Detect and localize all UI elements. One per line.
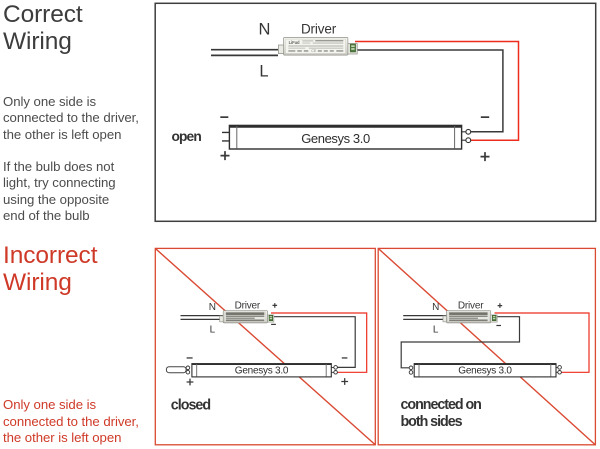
svg-text:N: N bbox=[432, 302, 439, 313]
svg-text:Genesys 3.0: Genesys 3.0 bbox=[301, 131, 370, 146]
svg-text:L: L bbox=[433, 324, 439, 335]
svg-text:N: N bbox=[209, 302, 216, 313]
svg-text:connected on: connected on bbox=[401, 397, 482, 413]
svg-text:Driver: Driver bbox=[301, 22, 337, 37]
svg-text:Driver: Driver bbox=[458, 300, 484, 311]
svg-text:open: open bbox=[172, 129, 202, 144]
svg-text:L: L bbox=[210, 324, 216, 335]
svg-text:both sides: both sides bbox=[401, 414, 463, 430]
svg-text:L: L bbox=[259, 63, 268, 81]
svg-text:N: N bbox=[259, 21, 271, 39]
svg-text:Driver: Driver bbox=[235, 300, 261, 311]
svg-text:Genesys 3.0: Genesys 3.0 bbox=[458, 365, 512, 376]
svg-text:Genesys 3.0: Genesys 3.0 bbox=[235, 365, 289, 376]
svg-text:closed: closed bbox=[171, 397, 211, 413]
